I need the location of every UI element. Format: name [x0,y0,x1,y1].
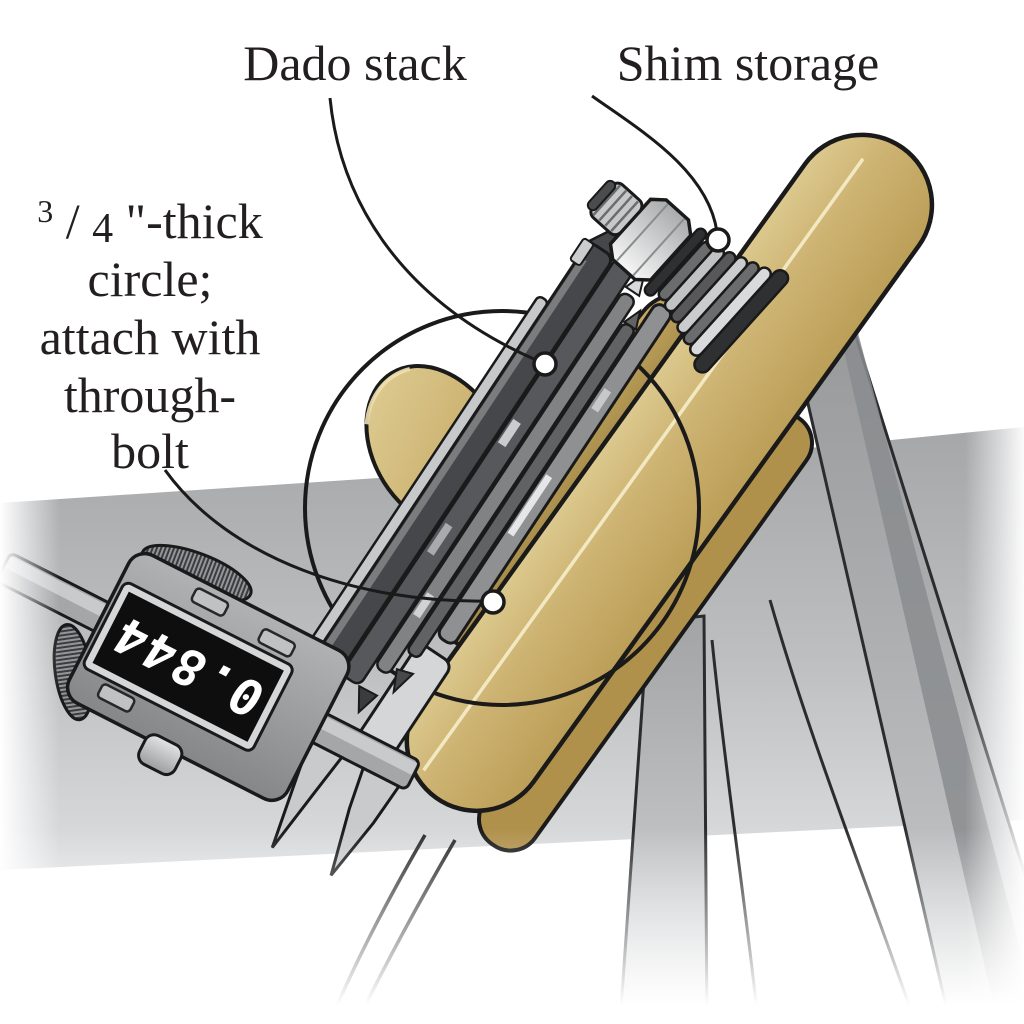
bolt-threads [592,184,639,232]
dot-through-bolt [480,589,506,615]
carbide-tip-2 [569,237,594,266]
circle-note-line1-rest: "-thick [126,193,263,249]
digital-caliper: 0.844 [0,543,420,877]
fraction-numerator: 3 [37,193,53,229]
lcd-screen [92,591,284,742]
fraction-denominator: 4 [92,206,113,252]
board-ridge-highlight [422,157,865,772]
circle-note-line4: through- [64,367,236,423]
label-dado-stack: Dado stack [243,35,467,91]
dot-dado-stack [532,351,558,377]
right-fade [965,360,1024,1024]
circle-note-line5: bolt [111,423,189,479]
caliper-button-3 [96,683,136,713]
leader-lines [163,94,719,603]
circle-note-line1: 3 / 4 "-thick [37,177,262,253]
outer-blade-highlight [304,257,587,679]
fraction-slash: / [66,193,80,249]
shim-storage-stack [586,179,790,374]
disc-highlight [364,366,411,425]
callout-dots [480,227,731,615]
blade-bottom-tip-2 [357,684,379,715]
blade-bottom-tip-3 [392,667,415,695]
blade-detail-4 [591,388,612,413]
blade-glint [507,474,553,537]
label-shim-storage: Shim storage [617,35,879,91]
nut-facet-2 [616,203,669,262]
hex-nut [608,197,693,282]
leader-dado-stack [328,97,537,362]
blade-detail-2 [426,522,453,556]
board-face [404,132,935,814]
caliper-lcd: 0.844 [82,581,294,752]
chipper-blade-3 [407,323,635,659]
circle-outline [303,309,701,707]
leader-through-bolt [163,469,487,603]
caliper-lock-screw [137,733,184,777]
bolt-end [586,179,617,212]
caliper-button-1 [190,587,230,617]
chipper-blade-2 [376,292,635,674]
bottom-fade [0,828,1024,1024]
leader-shim-storage [591,94,719,233]
blade-detail-1 [497,418,521,448]
label-circle-note: 3 / 4 "-thick circle; attach with throug… [37,177,262,479]
caliper-button-2 [257,628,297,658]
circle-note-line3: attach with [40,309,261,365]
dado-stack-blades [295,225,673,771]
circle-note-line2: circle; [88,251,213,307]
storage-board [404,132,935,853]
dot-shim-storage [705,227,731,253]
nut-facet-1 [632,218,685,276]
